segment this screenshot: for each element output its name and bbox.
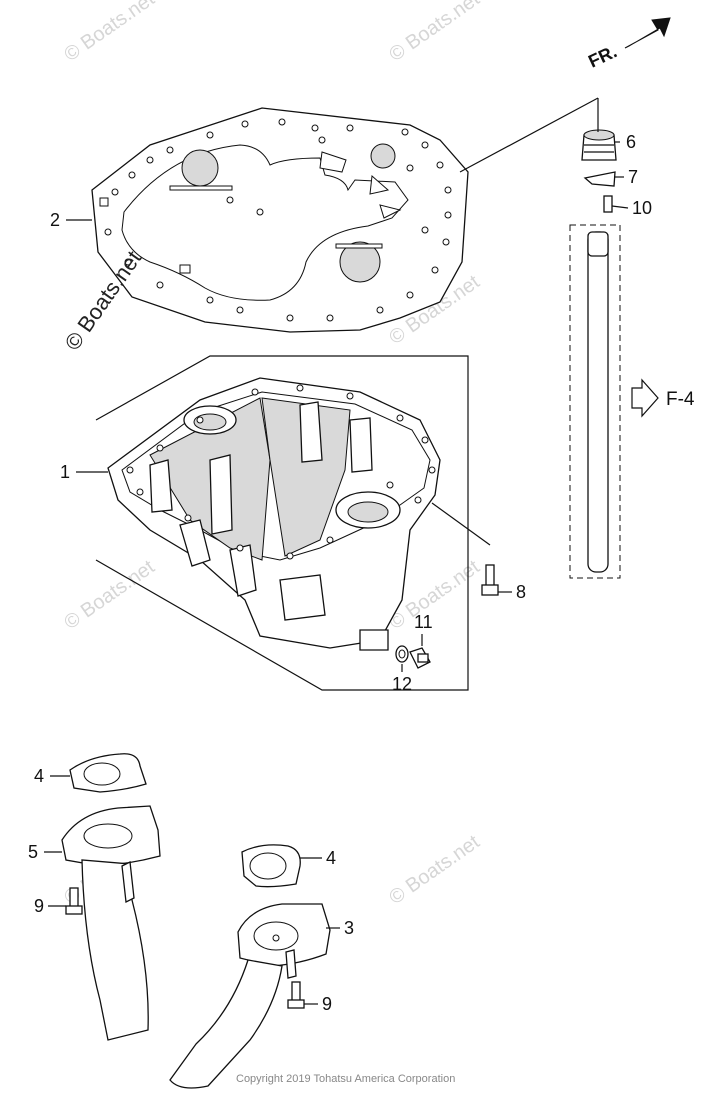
screw-part-10: [603, 195, 613, 213]
callout-3: 3: [344, 918, 354, 938]
pipe-part-5: [61, 805, 161, 1041]
oil-pan-group-frame: [95, 355, 469, 691]
drain-bolt-part-11: [409, 647, 431, 669]
callout-6: 6: [626, 132, 636, 152]
callout-11: 11: [414, 612, 433, 632]
bolt-part-8: [431, 502, 499, 596]
hollow-arrow-icon: [631, 378, 659, 418]
watermark: © Boats.net: [60, 0, 159, 66]
callout-leaders: [44, 141, 629, 1005]
front-direction-arrow: FR.: [585, 17, 671, 72]
callout-10: 10: [632, 198, 652, 218]
watermark-prominent: © Boats.net: [60, 246, 147, 355]
dipstick-group-frame: [569, 224, 621, 579]
callout-labels: 1 2 3 4 4 5 6 7 8 9 9 10 11 12: [28, 132, 652, 1014]
pan-flange-holes: [126, 384, 436, 560]
callout-2: 2: [50, 210, 60, 230]
callout-1: 1: [60, 462, 70, 482]
callout-4: 4: [326, 848, 336, 868]
callout-8: 8: [516, 582, 526, 602]
reference-arrow: F-4: [631, 378, 695, 418]
direction-label: FR.: [585, 41, 620, 71]
callout-9: 9: [322, 994, 332, 1014]
watermark: © Boats.net: [385, 0, 484, 66]
clip-part-7: [583, 171, 616, 187]
gasket-part-2: [91, 107, 469, 333]
pipe-part-3: [169, 903, 331, 1089]
dipstick-tube-part: [587, 231, 609, 573]
gasket-part-4b: [241, 844, 301, 888]
callout-7: 7: [628, 167, 638, 187]
arrow-icon: [624, 17, 671, 49]
copyright-notice: Copyright 2019 Tohatsu America Corporati…: [236, 1073, 455, 1085]
leader-line: [459, 97, 599, 173]
callout-4: 4: [34, 766, 44, 786]
oil-pan-part-1: [107, 377, 441, 651]
bolt-part-9a: [65, 887, 83, 915]
watermark: © Boats.net: [385, 831, 484, 909]
reference-label: F-4: [666, 389, 695, 410]
callout-9: 9: [34, 896, 44, 916]
gasket-bolt-holes: [104, 118, 452, 322]
washer-part-12: [395, 645, 409, 663]
cap-part-6: [581, 129, 617, 161]
callout-5: 5: [28, 842, 38, 862]
bolt-part-9b: [287, 981, 305, 1009]
gasket-part-4a: [69, 753, 147, 793]
callout-12: 12: [392, 674, 412, 694]
